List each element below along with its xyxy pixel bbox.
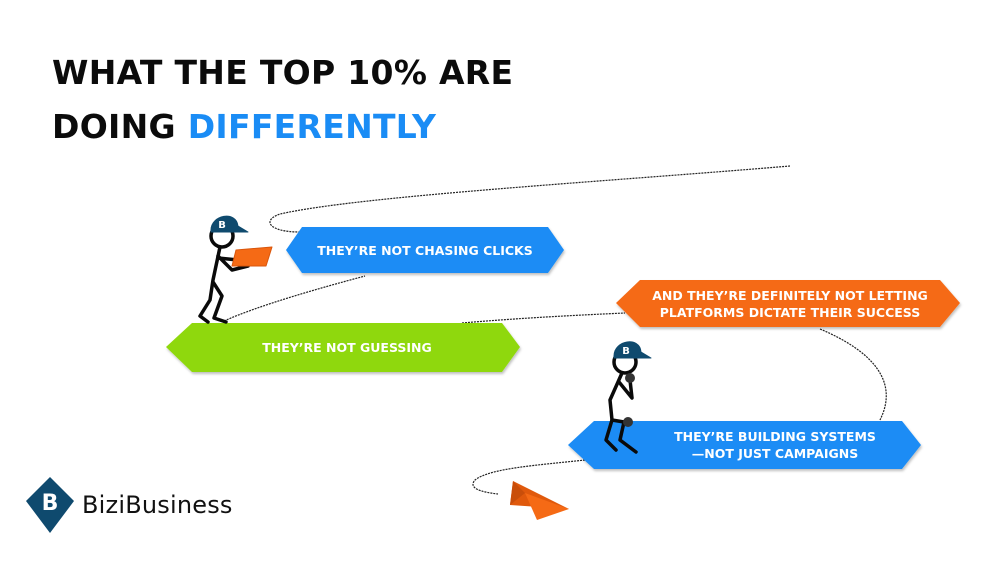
banner-text-not-chasing-clicks: THEY’RE NOT CHASING CLICKS (317, 242, 533, 258)
cap-icon (613, 341, 652, 359)
brand-logo: B BiziBusiness (26, 477, 233, 533)
laptop-icon (231, 246, 273, 267)
banner-text-not-guessing: THEY’RE NOT GUESSING (262, 340, 432, 355)
title-line-1: WHAT THE TOP 10% ARE (52, 53, 514, 92)
connector-top-line (269, 165, 791, 233)
banner-line-2: PLATFORMS DICTATE THEIR SUCCESS (659, 304, 921, 320)
cap-letter: B (622, 346, 630, 357)
page-title: WHAT THE TOP 10% ARE DOING DIFFERENTLY (52, 46, 513, 154)
banner-line-2: —NOT JUST CAMPAIGNS (691, 446, 859, 461)
banner-line-1: AND THEY’RE DEFINITELY NOT LETTING (652, 287, 928, 303)
banner-line-1: THEY’RE BUILDING SYSTEMS (674, 429, 876, 444)
cap-letter: B (218, 220, 226, 231)
brand-name: BiziBusiness (82, 491, 233, 519)
banner-text-building-systems: THEY’RE BUILDING SYSTEMS —NOT JUST CAMPA… (650, 421, 900, 469)
connector-blue-to-plane (472, 459, 586, 495)
banner-text-not-letting-platforms: AND THEY’RE DEFINITELY NOT LETTING PLATF… (640, 280, 940, 327)
connector-green-to-orange (461, 312, 626, 324)
banner-not-guessing (166, 323, 520, 372)
cap-icon (210, 215, 249, 233)
paper-plane-icon (510, 481, 569, 520)
connector-orange-to-blue (819, 328, 887, 421)
figure-with-laptop: B (198, 215, 273, 324)
logo-mark-icon: B (26, 477, 74, 533)
banner-building-systems (568, 421, 921, 469)
title-line-2-prefix: DOING (52, 107, 188, 146)
figure-thinking: B (604, 341, 652, 454)
banner-not-chasing-clicks (286, 227, 564, 273)
title-accent: DIFFERENTLY (187, 107, 437, 146)
connector-figure-to-green (223, 275, 366, 322)
logo-letter: B (42, 491, 59, 516)
banner-not-letting-platforms (616, 280, 960, 327)
